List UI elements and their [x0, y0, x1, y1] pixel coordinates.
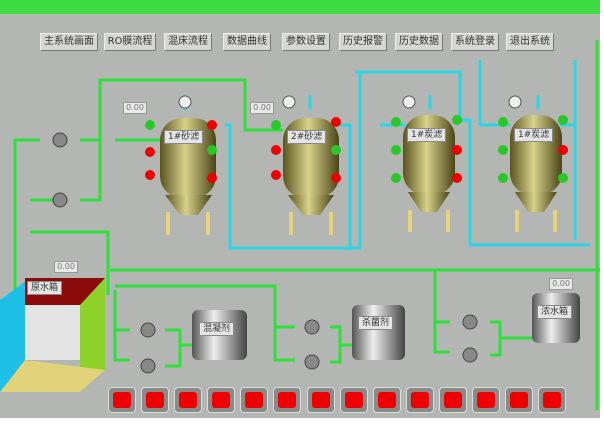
raw-water-tank-3d: [0, 278, 105, 392]
pump-icon: [304, 354, 320, 370]
pump-icon: [52, 132, 68, 148]
pumps: [52, 132, 478, 374]
control-button[interactable]: [141, 387, 169, 413]
filter-label: 1#炭滤: [514, 128, 554, 142]
control-button[interactable]: [207, 387, 235, 413]
menu-data-curves[interactable]: 数据曲线: [223, 33, 271, 51]
control-button[interactable]: [273, 387, 301, 413]
pump-icon: [52, 192, 68, 208]
scada-screen: 主系统画面 RO膜流程 混床流程 数据曲线 参数设置 历史报警 历史数据 系统登…: [0, 0, 600, 418]
concentrate-tank-level: 0.00: [549, 278, 573, 290]
control-button[interactable]: [538, 387, 566, 413]
control-button[interactable]: [340, 387, 368, 413]
pump-icon: [462, 314, 478, 330]
control-button[interactable]: [108, 387, 136, 413]
pressure-gauge-icon: [402, 95, 416, 109]
title-bar: [0, 0, 600, 14]
biocide-tank-label: 杀菌剂: [358, 316, 394, 330]
menu-system-login[interactable]: 系统登录: [451, 33, 499, 51]
filter-label: 1#炭滤: [407, 128, 447, 142]
control-button[interactable]: [472, 387, 500, 413]
pump-icon: [304, 319, 320, 335]
green-pipes: [13, 40, 600, 410]
biocide-tank: [352, 305, 405, 360]
control-button[interactable]: [240, 387, 268, 413]
control-button[interactable]: [174, 387, 202, 413]
pressure-gauge-icon: [282, 95, 296, 109]
control-button[interactable]: [406, 387, 434, 413]
filter-label: 2#砂滤: [287, 130, 327, 144]
pump-icon: [462, 347, 478, 363]
pressure-gauge-icon: [178, 95, 192, 109]
flow-reading: 0.00: [123, 102, 147, 114]
pump-icon: [140, 358, 156, 374]
concentrate-tank-label: 浓水箱: [537, 305, 573, 319]
menu-alarm-history[interactable]: 历史报警: [339, 33, 387, 51]
filter-label: 1#砂滤: [164, 130, 204, 144]
valve-indicators: [145, 115, 568, 183]
control-button[interactable]: [505, 387, 533, 413]
control-button[interactable]: [373, 387, 401, 413]
raw-tank-label: 原水箱: [27, 281, 63, 295]
control-button[interactable]: [439, 387, 467, 413]
menu-parameter-settings[interactable]: 参数设置: [282, 33, 330, 51]
pressure-gauge-icon: [508, 95, 522, 109]
process-diagram: [0, 40, 600, 410]
coagulant-tank-label: 混凝剂: [199, 322, 235, 336]
menu-mixed-bed-flow[interactable]: 混床流程: [164, 33, 212, 51]
pressure-gauges: [178, 95, 522, 109]
menu-ro-flow[interactable]: RO膜流程: [104, 33, 156, 51]
menu-history-data[interactable]: 历史数据: [395, 33, 443, 51]
menu-main-screen[interactable]: 主系统画面: [40, 33, 98, 51]
pump-icon: [140, 322, 156, 338]
control-button[interactable]: [307, 387, 335, 413]
flow-reading: 0.00: [250, 102, 274, 114]
menu-exit-system[interactable]: 退出系统: [506, 33, 554, 51]
raw-tank-level: 0.00: [54, 261, 78, 273]
